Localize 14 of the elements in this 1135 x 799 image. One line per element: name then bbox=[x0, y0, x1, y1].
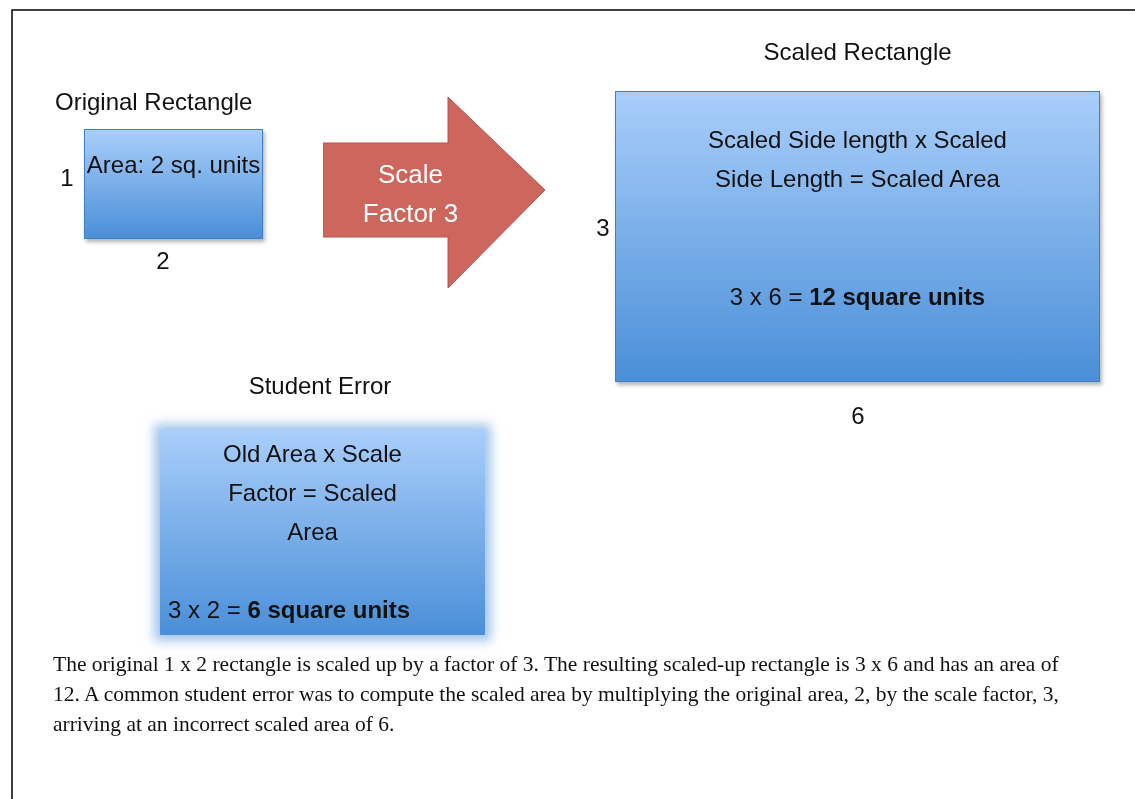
shape-text: Area: 2 sq. units bbox=[85, 150, 262, 180]
shape-text: Scaled Side length x Scaled Side Length = Scaled Area bbox=[707, 125, 1008, 194]
shape-text: Old Area x Scale Factor = Scaled Area bbox=[222, 439, 403, 547]
shape-text: 3 x 6 = 12 square units bbox=[728, 282, 987, 312]
side-length-label: 6 bbox=[850, 401, 866, 431]
side-length-label: 3 bbox=[595, 213, 611, 243]
arrow-label: Scale Factor 3 bbox=[361, 158, 460, 230]
shape-heading: Scaled Rectangle bbox=[762, 37, 953, 67]
shape-heading: Original Rectangle bbox=[55, 87, 254, 117]
side-length-label: 1 bbox=[59, 163, 75, 193]
side-length-label: 2 bbox=[155, 246, 171, 276]
shape-heading: Student Error bbox=[247, 371, 393, 401]
shape-text: 3 x 2 = 6 square units bbox=[168, 595, 412, 625]
caption: The original 1 x 2 rectangle is scaled up by a factor of 3. The resulting scaled-up rectangle is 3 x 6 and has an area of 12. A common student error was to compute the scaled area by multiplying the original area, 2, by the scale factor, 3, arriving at an incorrect scaled area of 6. bbox=[53, 651, 1060, 738]
